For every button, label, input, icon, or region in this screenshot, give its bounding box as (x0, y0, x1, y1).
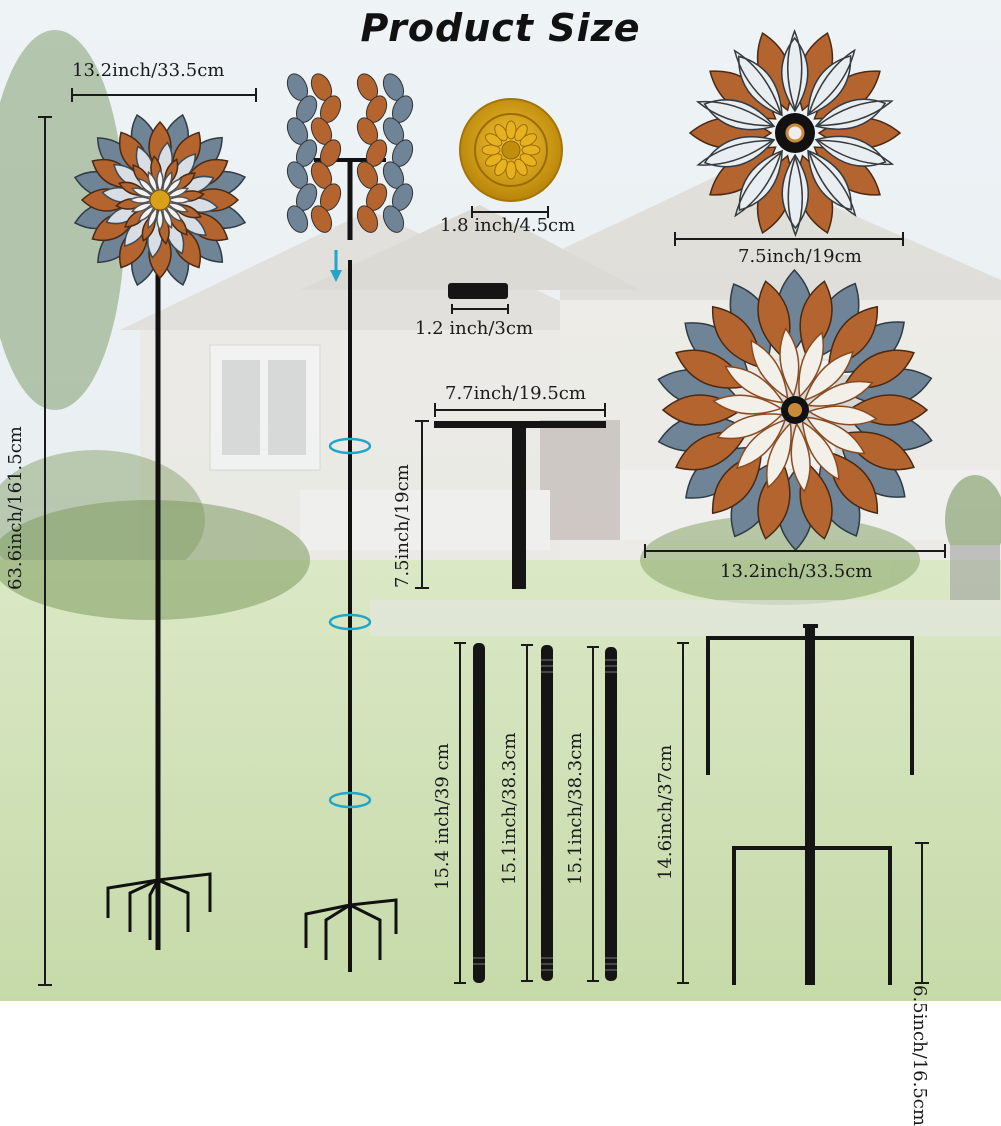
stake-height-label: 6.5inch/16.5cm (909, 985, 930, 1126)
assembled-flower-head (73, 113, 247, 287)
small-flower-head (688, 28, 902, 238)
exploded-stake-base (304, 898, 398, 960)
assembled-spinner (73, 113, 247, 950)
background-scene (0, 0, 1001, 1001)
connector-length-label: 1.2 inch/3cm (415, 318, 534, 339)
rotation-markers (328, 437, 372, 809)
dimension-lines (38, 88, 946, 986)
flower-width-label: 13.2inch/33.5cm (72, 60, 225, 81)
pole-sections (473, 643, 617, 983)
page-title: Product Size (360, 6, 641, 50)
stake-part (706, 624, 914, 985)
exploded-spinner (286, 73, 414, 972)
large-flower-head (657, 268, 933, 552)
gold-cap (459, 98, 563, 202)
connector-tube (448, 283, 508, 299)
pole4-length-label: 14.6inch/37cm (655, 744, 676, 880)
tbar-width-label: 7.7inch/19.5cm (445, 383, 586, 404)
pole2-length-label: 15.1inch/38.3cm (499, 732, 520, 885)
large-flower-width-label: 13.2inch/33.5cm (720, 561, 873, 582)
assembled-stake-base (106, 872, 212, 940)
side-view-blades (286, 73, 414, 233)
t-bar-part (434, 421, 606, 589)
pole1-length-label: 15.4 inch/39 cm (432, 743, 453, 890)
cap-diameter-label: 1.8 inch/4.5cm (440, 215, 576, 236)
pole3-length-label: 15.1inch/38.3cm (565, 732, 586, 885)
small-flower-width-label: 7.5inch/19cm (738, 246, 862, 267)
tbar-height-label: 7.5inch/19cm (392, 464, 413, 588)
total-height-label: 63.6inch/161.5cm (5, 426, 26, 590)
hedges (0, 475, 1001, 620)
